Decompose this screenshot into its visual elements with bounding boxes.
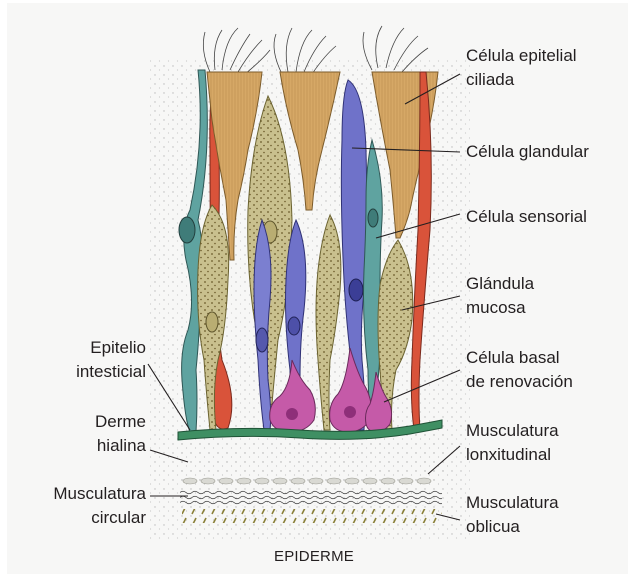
label-musculatura-oblicua: Musculatura oblicua <box>466 491 559 539</box>
label-derme-hialina: Derme hialina <box>95 410 146 458</box>
circular-muscle <box>180 490 442 506</box>
label-musculatura-circular: Musculatura circular <box>53 482 146 530</box>
label-celula-sensorial: Célula sensorial <box>466 205 587 229</box>
label-celula-basal: Célula basal de renovación <box>466 346 573 394</box>
label-epitelio-intesticial: Epitelio intesticial <box>76 336 146 384</box>
oblique-muscle <box>182 509 442 523</box>
figure-caption: EPIDERME <box>0 548 628 565</box>
label-celula-epitelial-ciliada: Célula epitelial ciliada <box>466 44 577 92</box>
label-celula-glandular: Célula glandular <box>466 140 589 164</box>
label-glandula-mucosa: Glándula mucosa <box>466 272 534 320</box>
label-musculatura-lonxitudinal: Musculatura lonxitudinal <box>466 419 559 467</box>
